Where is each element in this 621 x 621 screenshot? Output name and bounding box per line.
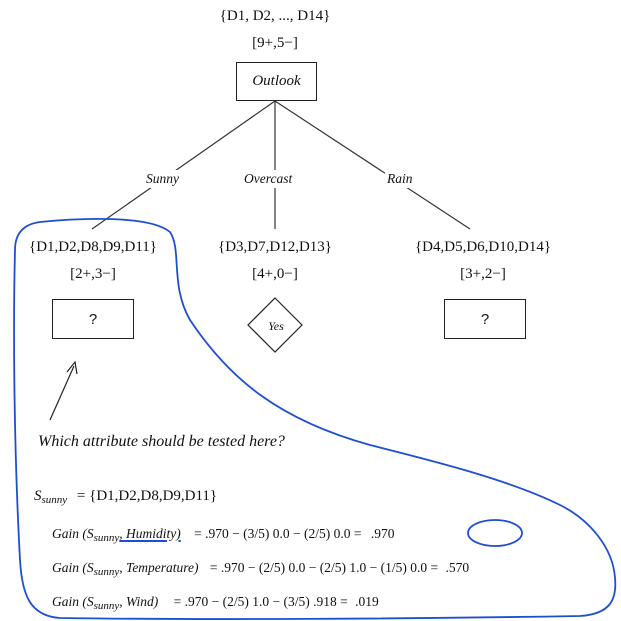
outlook-node: Outlook <box>236 62 317 101</box>
gain-humidity-result: .970 <box>370 526 395 541</box>
gain-wind-result: .019 <box>355 594 379 609</box>
gain-humidity-attribute: , Humidity) <box>119 526 181 541</box>
blue-outline-annotation <box>13 217 617 620</box>
s-sunny-value: = {D1,D2,D8,D9,D11} <box>76 488 218 504</box>
rain-unknown-node: ? <box>444 299 526 339</box>
gain-humidity-subscript: sunny <box>93 532 120 544</box>
gain-temperature-result: .570 <box>445 560 470 575</box>
root-set: {D1, D2, ..., D14} <box>219 8 331 24</box>
branch-label-sunny: Sunny <box>144 170 181 188</box>
gain-wind-attribute: , Wind) <box>119 594 159 609</box>
gain-wind-subscript: sunny <box>93 600 120 612</box>
question-arrow-line <box>49 365 75 421</box>
question-text: Which attribute should be tested here? <box>38 433 285 450</box>
root-counts: [9+,5−] <box>252 35 298 51</box>
gain-wind-line: Gain (Ssunny, Wind) = .970 − (2/5) 1.0 −… <box>52 593 379 615</box>
outlook-node-label: Outlook <box>252 73 301 89</box>
yes-leaf-diamond <box>247 297 303 353</box>
edge-rain <box>274 100 471 230</box>
s-subscript: sunny <box>41 494 68 506</box>
sunny-node-mark: ? <box>88 310 98 328</box>
branch-label-overcast: Overcast <box>242 170 295 188</box>
overcast-set: {D3,D7,D12,D13} <box>218 239 332 255</box>
sunny-counts: [2+,3−] <box>70 266 116 282</box>
rain-node-mark: ? <box>480 310 490 328</box>
sunny-set: {D1,D2,D8,D9,D11} <box>28 239 158 255</box>
edge-sunny <box>91 100 276 230</box>
gain-temperature-attribute: , Temperature) <box>119 560 199 575</box>
gain-wind-prefix: Gain (S <box>52 594 94 609</box>
s-sunny-definition: Ssunny = {D1,D2,D8,D9,D11} <box>34 487 217 509</box>
overcast-counts: [4+,0−] <box>252 266 298 282</box>
gain-humidity-expr: = .970 − (3/5) 0.0 − (2/5) 0.0 = <box>194 526 362 541</box>
gain-temperature-prefix: Gain (S <box>52 560 94 575</box>
gain-temperature-expr: = .970 − (2/5) 0.0 − (2/5) 1.0 − (1/5) 0… <box>209 560 439 575</box>
rain-set: {D4,D5,D6,D10,D14} <box>414 239 552 255</box>
gain-temperature-line: Gain (Ssunny, Temperature) = .970 − (2/5… <box>52 559 469 581</box>
s-symbol: S <box>34 488 42 504</box>
question-arrow-head <box>66 360 78 375</box>
branch-label-rain: Rain <box>385 170 415 188</box>
sunny-unknown-node: ? <box>52 299 134 339</box>
rain-counts: [3+,2−] <box>460 266 506 282</box>
gain-humidity-prefix: Gain (S <box>52 526 94 541</box>
result-circle-annotation <box>467 519 523 547</box>
yes-leaf-label: Yes <box>268 319 284 333</box>
gain-temperature-subscript: sunny <box>93 566 120 578</box>
gain-wind-expr: = .970 − (2/5) 1.0 − (3/5) .918 = <box>173 594 348 609</box>
gain-humidity-line: Gain (Ssunny, Humidity) = .970 − (3/5) 0… <box>52 525 395 547</box>
